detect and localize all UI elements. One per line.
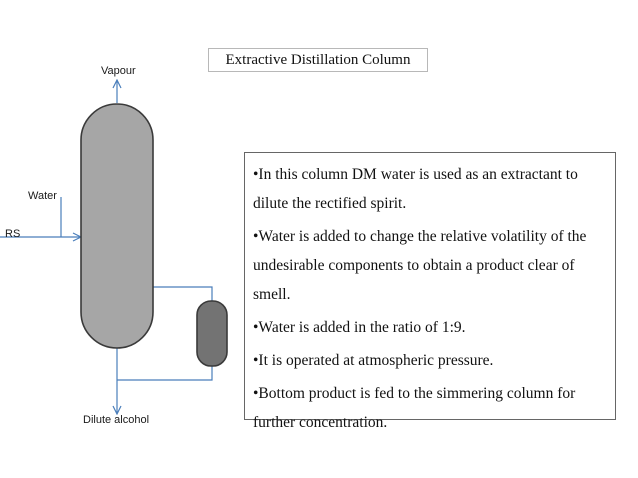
bullet-item: •Bottom product is fed to the simmering … (253, 379, 609, 437)
bullet-list: •In this column DM water is used as an e… (253, 160, 609, 437)
bullet-item: •Water is added to change the relative v… (253, 222, 609, 309)
bullet-line: smell. (253, 286, 291, 303)
bullet-item: •It is operated at atmospheric pressure. (253, 346, 609, 375)
bullet-line: •Bottom product is fed to the simmering … (253, 385, 576, 402)
bullet-line: •Water is added to change the relative v… (253, 228, 587, 245)
rs-label: RS (5, 228, 20, 240)
bullet-line: •In this column DM water is used as an e… (253, 166, 578, 183)
reboiler-draw-line (117, 365, 213, 381)
bullet-item: •Water is added in the ratio of 1:9. (253, 313, 609, 342)
bullet-line: further concentration. (253, 414, 388, 431)
reboiler-return-line (153, 286, 213, 302)
bullet-line: •It is operated at atmospheric pressure. (253, 352, 494, 369)
reboiler-vessel (196, 300, 228, 367)
bullet-item: •In this column DM water is used as an e… (253, 160, 609, 218)
distillation-column (80, 103, 154, 349)
water-label: Water (28, 190, 57, 202)
slide-title: Extractive Distillation Column (208, 48, 428, 72)
bullet-line: dilute the rectified spirit. (253, 195, 407, 212)
description-box: •In this column DM water is used as an e… (244, 152, 616, 431)
vapour-label: Vapour (101, 65, 136, 77)
bullet-line: •Water is added in the ratio of 1:9. (253, 319, 466, 336)
bullet-line: undesirable components to obtain a produ… (253, 257, 575, 274)
dilute-alcohol-label: Dilute alcohol (83, 414, 149, 426)
